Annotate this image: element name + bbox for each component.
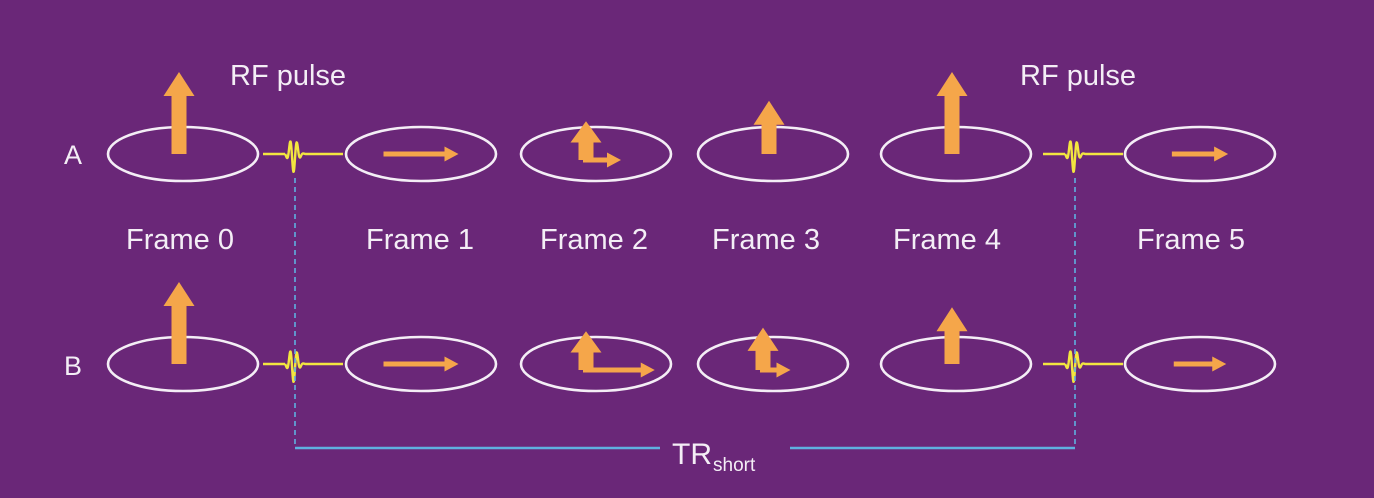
ellipse-row-b-frame-3: [696, 335, 850, 393]
magnetization-up-arrow-row-b-frame-2: [570, 331, 602, 370]
row-label-a: A: [64, 140, 83, 170]
magnetization-up-arrow-row-b-frame-0: [163, 282, 195, 364]
rf-pulse-waveform: [1064, 140, 1090, 174]
magnetization-right-arrow-row-b-frame-5: [1173, 356, 1227, 372]
tr-short-label: TRshort: [672, 438, 755, 476]
rf-pulse-row-a-0: [263, 140, 343, 174]
magnetization-up-arrow-row-a-frame-4: [936, 72, 968, 154]
magnetization-up-arrow-row-a-frame-3: [753, 100, 785, 154]
ellipse-row-a-frame-1: [344, 125, 498, 183]
rf-pulse-waveform: [284, 350, 310, 383]
frame-label-3: Frame 3: [712, 224, 820, 256]
frame-label-2: Frame 2: [540, 224, 648, 256]
magnetization-up-arrow-row-b-frame-4: [936, 307, 968, 364]
rf-pulse-label-left: RF pulse: [230, 60, 347, 92]
frame-label-4: Frame 4: [893, 224, 1001, 256]
ellipse-row-a-frame-2: [519, 125, 673, 183]
magnetization-right-arrow-row-a-frame-1: [383, 146, 459, 162]
row-label-b: B: [64, 351, 83, 381]
magnetization-up-arrow-row-a-frame-0: [163, 72, 195, 154]
magnetization-up-arrow-row-a-frame-2: [570, 121, 602, 160]
frame-label-0: Frame 0: [126, 224, 234, 256]
ellipse-row-b-frame-5: [1123, 335, 1277, 393]
rf-pulse-waveform: [1064, 350, 1090, 383]
rf-pulse-row-a-1: [1043, 140, 1123, 174]
magnetization-right-arrow-row-a-frame-5: [1171, 146, 1229, 162]
frame-label-1: Frame 1: [366, 224, 474, 256]
tr-main-text: TR: [672, 438, 712, 471]
magnetization-right-arrow-row-b-frame-2: [583, 362, 655, 378]
rf-pulse-row-b-0: [263, 350, 343, 383]
rf-pulse-waveform: [284, 140, 310, 174]
magnetization-right-arrow-row-b-frame-3: [760, 362, 791, 378]
frame-label-5: Frame 5: [1137, 224, 1245, 256]
rf-pulse-row-b-1: [1043, 350, 1123, 383]
tr-subscript-text: short: [713, 455, 756, 476]
magnetization-right-arrow-row-b-frame-1: [383, 356, 459, 372]
ellipse-row-b-frame-1: [344, 335, 498, 393]
magnetization-up-arrow-row-b-frame-3: [747, 327, 779, 370]
rf-pulse-label-right: RF pulse: [1020, 60, 1137, 92]
ellipse-row-b-frame-2: [519, 335, 673, 393]
magnetization-right-arrow-row-a-frame-2: [583, 152, 621, 168]
ellipse-row-a-frame-5: [1123, 125, 1277, 183]
